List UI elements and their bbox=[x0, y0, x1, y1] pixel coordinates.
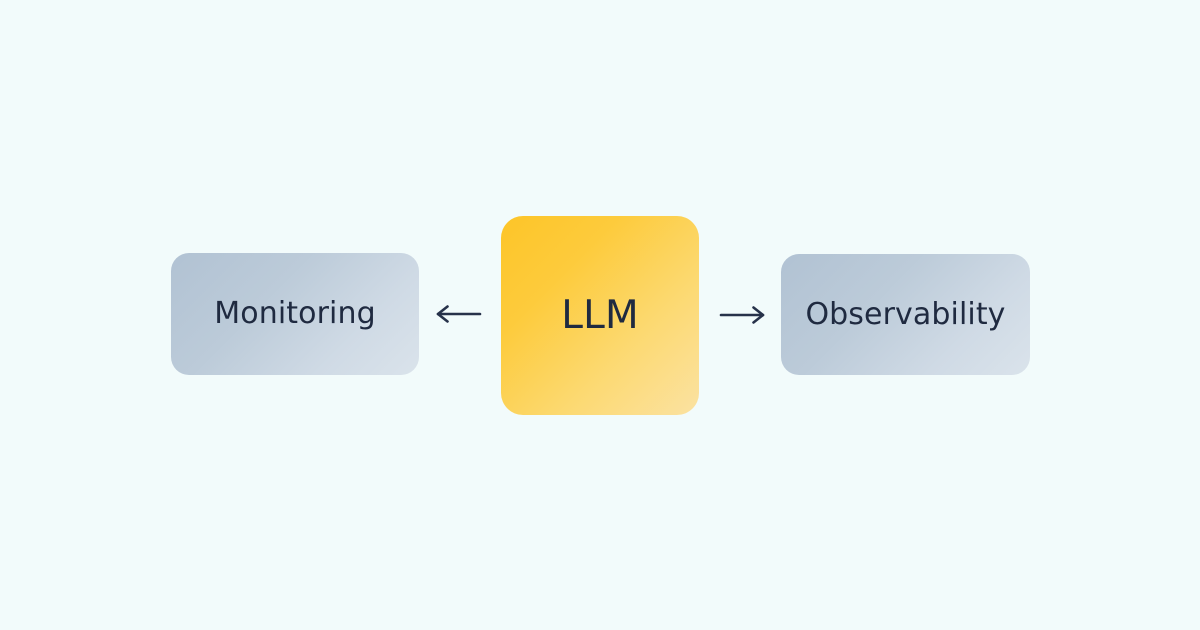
node-llm[interactable]: LLM bbox=[501, 216, 699, 415]
arrow-left-icon bbox=[436, 305, 482, 323]
arrow-right-icon bbox=[719, 306, 765, 324]
node-monitoring-label: Monitoring bbox=[214, 296, 376, 331]
node-monitoring[interactable]: Monitoring bbox=[171, 253, 419, 375]
node-llm-label: LLM bbox=[561, 293, 639, 338]
node-observability-label: Observability bbox=[805, 296, 1006, 332]
node-observability[interactable]: Observability bbox=[781, 254, 1030, 375]
